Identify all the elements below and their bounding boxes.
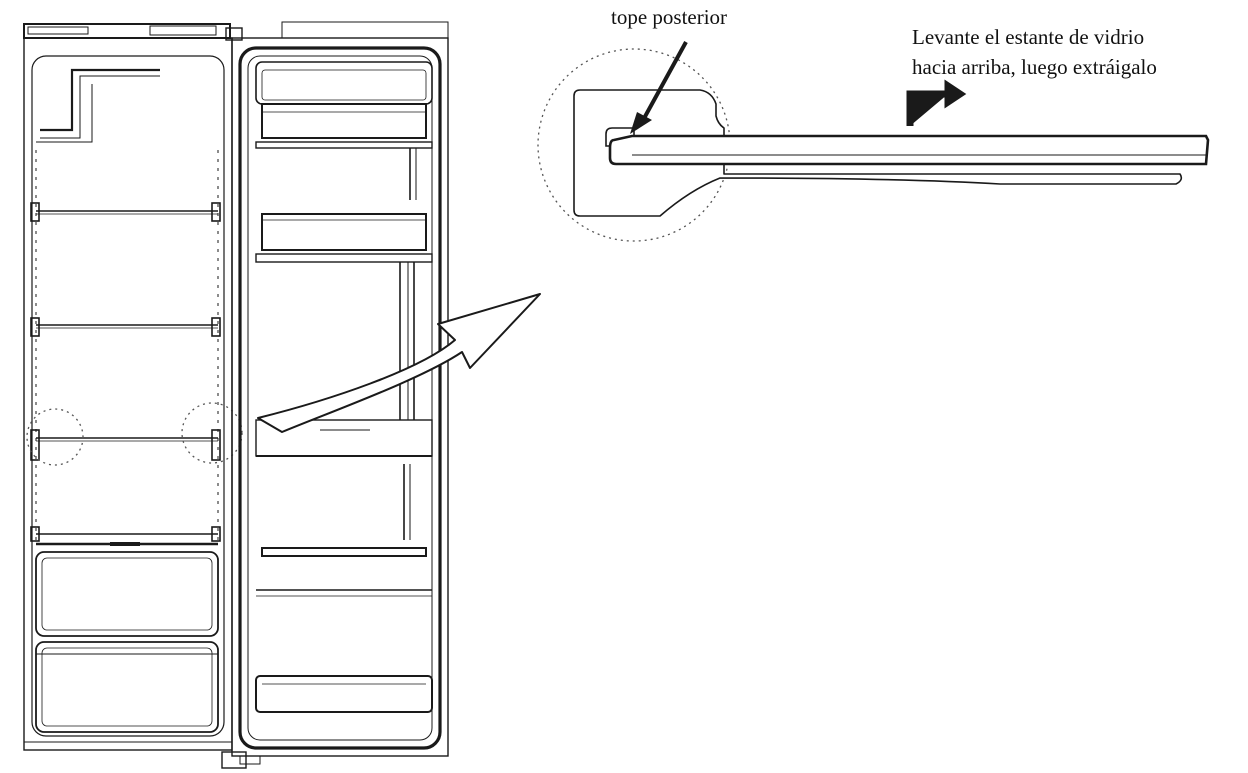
fridge-cabinet [23, 23, 233, 751]
left-support-highlight [26, 408, 84, 466]
rear-stop-pointer-line [640, 41, 688, 123]
fridge-door [221, 21, 449, 769]
right-support-highlight [181, 402, 243, 464]
detail-view [537, 41, 1210, 242]
glass-shelf [608, 134, 1210, 166]
shelf-support-highlights [26, 402, 243, 466]
instruction-line-2: hacia arriba, luego extráigalo [912, 55, 1157, 79]
instruction-line-1: Levante el estante de vidrio [912, 25, 1144, 49]
rear-stop-label: tope posterior [611, 5, 727, 29]
lift-arrow [906, 79, 967, 126]
rear-stop-pointer-head [630, 112, 652, 134]
direction-arrow [257, 293, 541, 433]
